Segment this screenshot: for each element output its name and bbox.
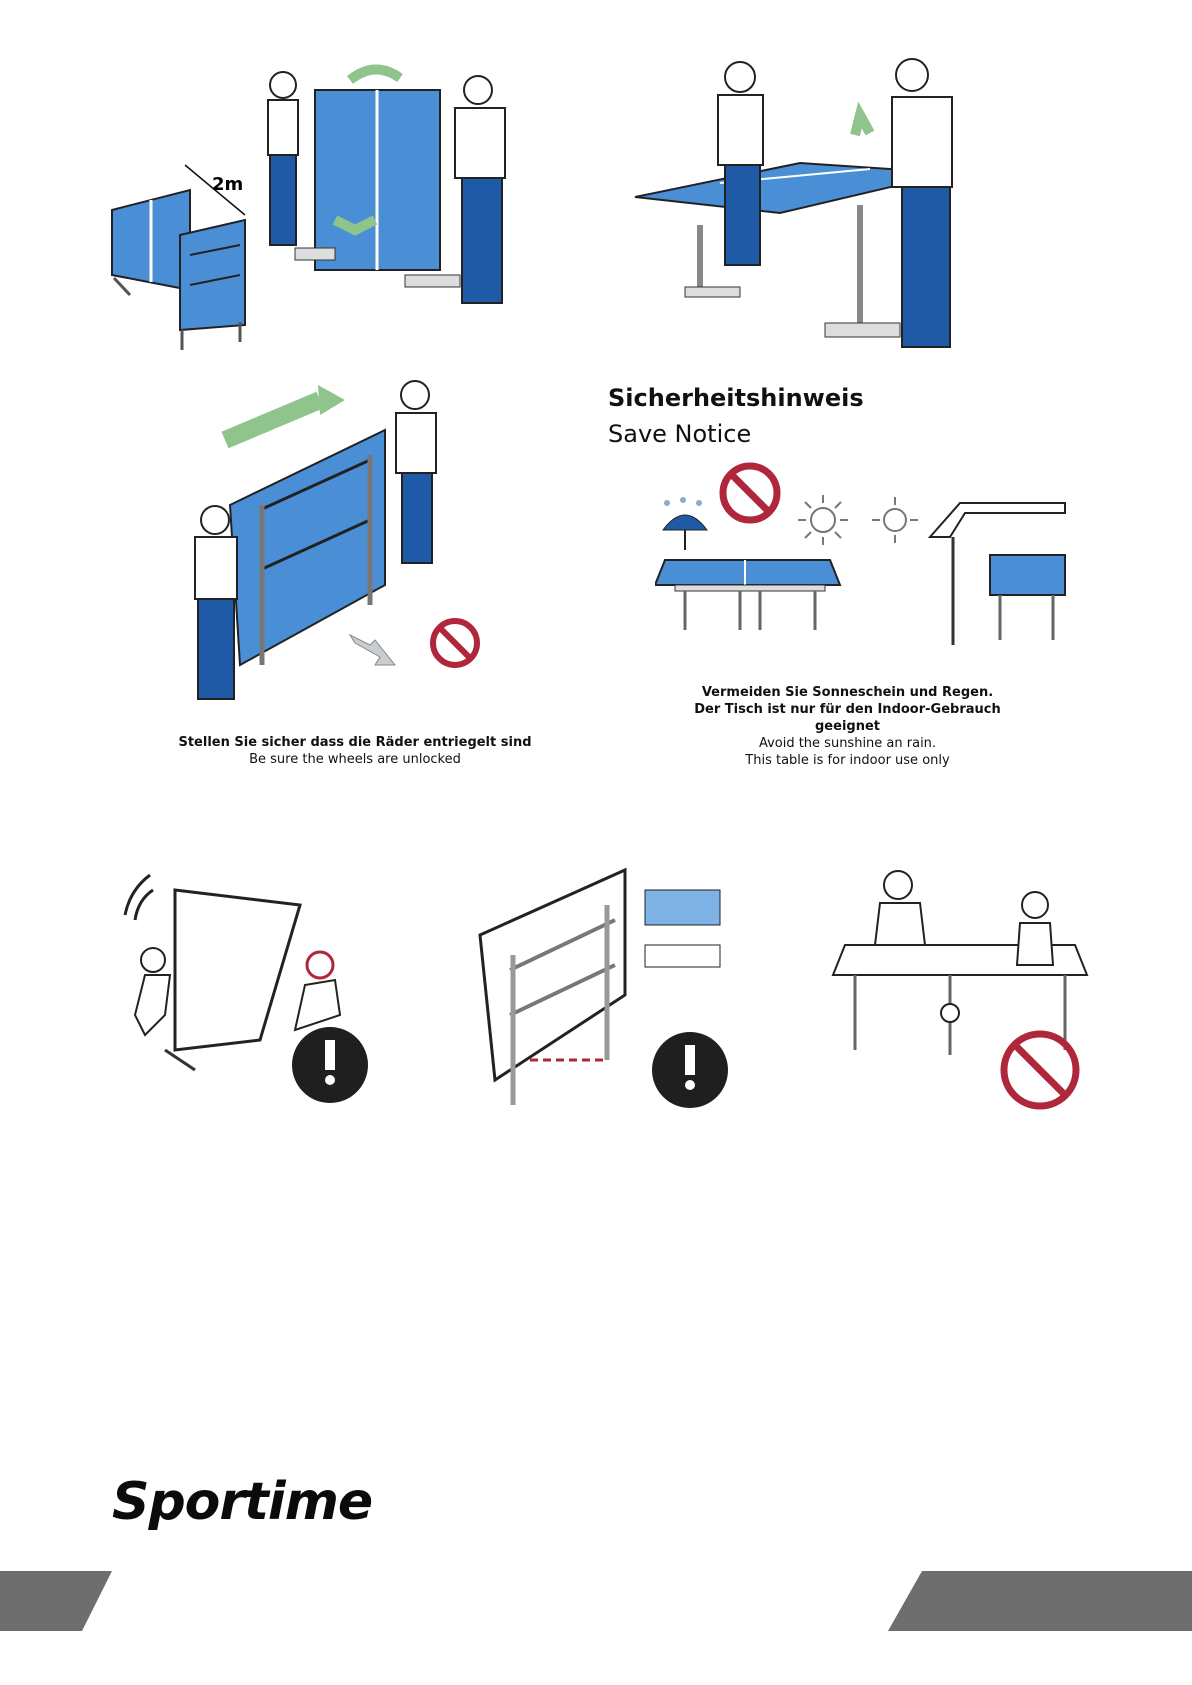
illustration-unfold-table (630, 55, 1050, 375)
footer-bar-right (888, 1571, 1192, 1631)
illustration-weather-warning (655, 455, 1075, 655)
weather-caption-de-3: geeignet (665, 718, 1030, 735)
distance-label: 2m (212, 174, 243, 195)
wheels-caption-de: Stellen Sie sicher dass die Räder entrie… (160, 734, 550, 751)
safety-title-en: Save Notice (608, 420, 751, 448)
weather-caption-en-1: Avoid the sunshine an rain. (665, 735, 1030, 752)
weather-caption-de-1: Vermeiden Sie Sonneschein und Regen. (665, 684, 1030, 701)
weather-caption-de-2: Der Tisch ist nur für den Indoor-Gebrauc… (665, 701, 1030, 718)
illustration-move-table (170, 375, 480, 715)
illustration-fold-setup: 2m (100, 60, 560, 360)
weather-caption: Vermeiden Sie Sonneschein und Regen. Der… (665, 684, 1030, 769)
wheels-caption-en: Be sure the wheels are unlocked (160, 751, 550, 768)
illustration-pinch-hazard (475, 865, 740, 1115)
safety-title-de: Sicherheitshinweis (608, 384, 864, 412)
sportime-logo: Sportime (112, 1472, 372, 1532)
weather-caption-en-2: This table is for indoor use only (665, 752, 1030, 769)
footer-bar-left (0, 1571, 115, 1631)
illustration-no-climbing (825, 865, 1095, 1115)
wheels-caption: Stellen Sie sicher dass die Räder entrie… (160, 734, 550, 768)
illustration-falling-table (105, 865, 385, 1115)
